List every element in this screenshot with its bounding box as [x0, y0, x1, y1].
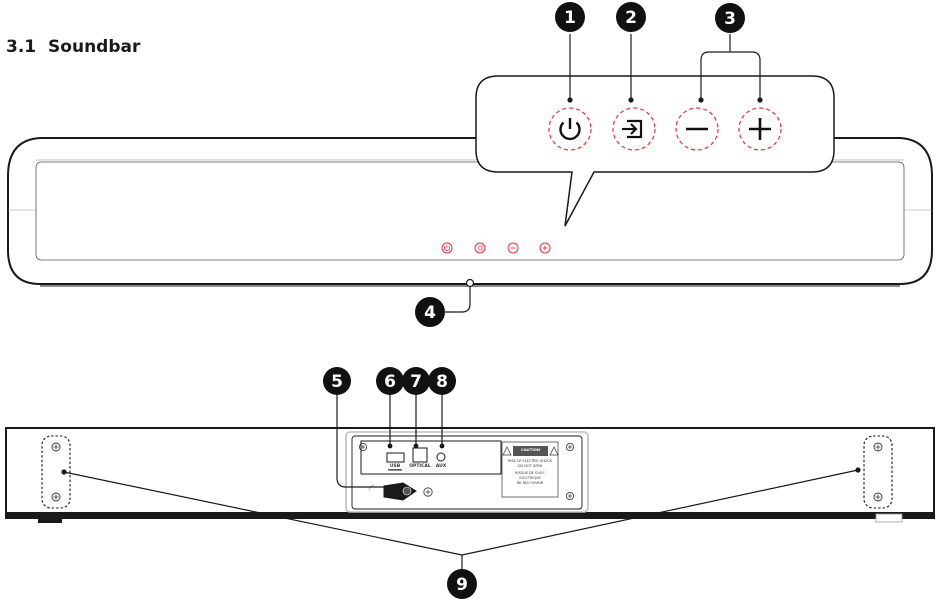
power-icon — [444, 245, 450, 252]
usb-port[interactable]: USB — [386, 452, 405, 471]
port-strip — [360, 440, 502, 475]
leader-dot-8 — [439, 443, 445, 449]
zoom-volume-down-key[interactable] — [675, 107, 719, 151]
caution-line-3: RISQUE DE CHOC — [515, 471, 545, 475]
zoom-power-key[interactable] — [548, 107, 592, 151]
leader-line-9a — [63, 471, 463, 556]
connection-panel-inner — [351, 435, 583, 510]
leader-dot-6 — [387, 443, 393, 449]
soundbar-front-view — [7, 34, 933, 313]
callout-8: 8 — [428, 367, 456, 395]
front-grille-panel — [35, 161, 905, 261]
leader-dot-3a — [698, 97, 704, 103]
leader-line-5 — [336, 393, 393, 488]
zoom-volume-up-key[interactable] — [738, 107, 782, 151]
callout-6-label: 6 — [384, 372, 396, 392]
power-icon — [559, 121, 581, 141]
caution-title: CAUTION — [521, 447, 540, 452]
back-left-foot — [38, 514, 62, 523]
caution-line-1: RISK OF ELECTRIC SHOCK — [508, 459, 553, 463]
screw-icon — [873, 492, 883, 502]
left-wall-mount — [41, 435, 71, 509]
callout-7-label: 7 — [410, 372, 422, 392]
front-volume-down-key[interactable] — [507, 242, 519, 254]
back-right-foot — [875, 513, 903, 523]
callout-6: 6 — [376, 367, 404, 395]
caution-line-2: DO NOT OPEN — [518, 464, 543, 468]
caution-label: CAUTION RISK OF ELECTRIC SHOCK DO NOT OP… — [501, 441, 559, 498]
front-volume-up-key[interactable] — [539, 242, 551, 254]
aux-label: AUX — [436, 463, 447, 469]
section-heading: 3.1 Soundbar — [6, 37, 141, 57]
leader-dot-1 — [567, 97, 573, 103]
front-source-key[interactable] — [474, 242, 486, 254]
aux-port[interactable]: AUX — [436, 452, 447, 469]
optical-port[interactable]: OPTICAL — [409, 447, 431, 469]
callout-badges: 1 2 3 4 5 6 7 8 — [323, 2, 745, 599]
screw-icon — [51, 442, 61, 452]
leader-dot-5 — [391, 484, 397, 490]
screw-icon — [566, 442, 575, 451]
front-power-key[interactable] — [441, 242, 453, 254]
screw-icon — [873, 442, 883, 452]
source-input-icon — [478, 245, 483, 251]
soundbar-back-view: USB OPTICAL AUX CAUTION RISK OF ELECTRIC… — [5, 393, 935, 570]
screw-icon — [51, 492, 61, 502]
callout-5: 5 — [323, 367, 351, 395]
leader-dot-7 — [413, 443, 419, 449]
leader-line-9b — [461, 469, 859, 556]
right-wall-mount — [863, 435, 893, 509]
callout-2-label: 2 — [625, 8, 637, 28]
zoom-source-key[interactable] — [612, 107, 656, 151]
front-touch-keys — [441, 242, 551, 254]
zoom-bubble — [475, 75, 835, 227]
callout-1-label: 1 — [564, 8, 576, 28]
leader-dot-3b — [757, 97, 763, 103]
usb-label: USB — [390, 463, 401, 469]
connection-panel-outer — [345, 431, 589, 513]
callout-2: 2 — [616, 2, 646, 32]
back-body — [5, 427, 935, 519]
callout-9: 9 — [447, 569, 477, 599]
screw-icon — [566, 491, 575, 500]
back-bottom-strip — [6, 512, 934, 518]
callout-1: 1 — [555, 2, 585, 32]
callout-8-label: 8 — [436, 372, 448, 392]
caution-line-5: NE PAS OUVRIR — [517, 481, 544, 485]
leader-line-4 — [444, 287, 471, 313]
caution-line-4: ELECTRIQUE — [519, 476, 540, 480]
callout-7: 7 — [402, 367, 430, 395]
callout-4-label: 4 — [424, 303, 436, 323]
front-outer-body — [7, 137, 933, 285]
screw-icon — [423, 487, 433, 497]
callout-9-label: 9 — [456, 575, 468, 595]
screw-icon — [358, 442, 367, 451]
section-title: Soundbar — [48, 37, 141, 57]
leader-dot-2 — [628, 97, 634, 103]
leader-dot-9a — [61, 469, 67, 475]
callout-4: 4 — [415, 297, 445, 327]
callout-3-label: 3 — [724, 9, 736, 29]
callout-3: 3 — [715, 3, 745, 33]
source-input-icon — [627, 119, 643, 139]
remote-sensor — [465, 278, 475, 288]
leader-dot-9b — [855, 467, 861, 473]
section-number: 3.1 — [6, 37, 36, 57]
optical-label: OPTICAL — [409, 463, 431, 469]
callout-5-label: 5 — [331, 372, 343, 392]
